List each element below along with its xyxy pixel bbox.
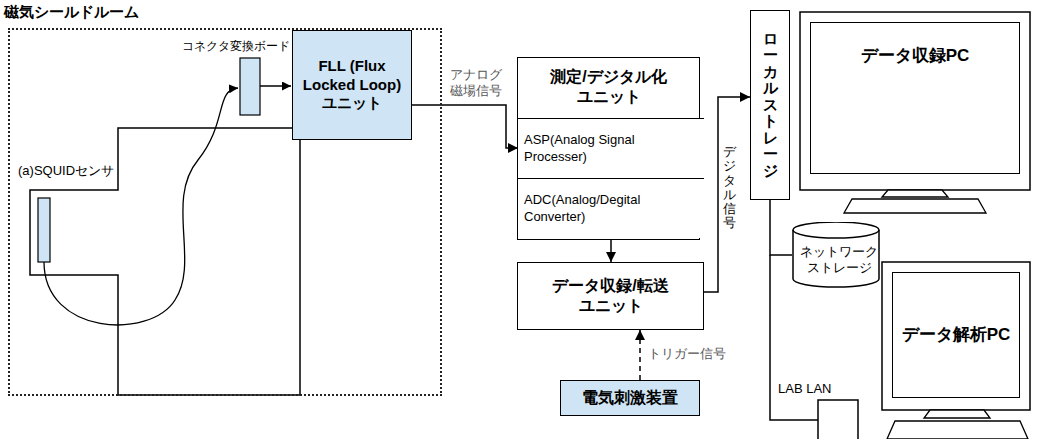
keyboard xyxy=(887,421,1028,439)
keyboard xyxy=(844,199,986,213)
cylinder-rim xyxy=(793,230,879,238)
signal-connector xyxy=(639,330,641,380)
signal-connector xyxy=(610,238,612,262)
room-title: 磁気シールドルーム xyxy=(4,3,139,22)
storage-box: ローカルストレージ xyxy=(750,10,790,200)
connector-board xyxy=(240,58,260,115)
storage-cylinder: ネットワーク ストレージ xyxy=(792,222,886,288)
squid-sensor xyxy=(38,198,50,262)
signal-connector xyxy=(412,105,518,148)
storage-title: ネットワーク ストレージ xyxy=(795,244,883,277)
device-title: 電気刺激装置 xyxy=(582,388,678,408)
pc-title: データ収録PC xyxy=(861,45,970,66)
unit-title: データ収録/転送 ユニット xyxy=(522,276,699,316)
pc-title: データ解析PC xyxy=(902,324,1011,345)
lan-hub xyxy=(818,400,858,439)
unit-box: データ収録/転送 ユニット xyxy=(517,262,704,330)
monitor-stand xyxy=(924,410,990,418)
unit-title: FLL (Flux Locked Loop) ユニット xyxy=(297,57,407,113)
signal-connector xyxy=(704,97,750,292)
board-to-fll-arrow xyxy=(260,85,291,87)
signal-label: トリガー信号 xyxy=(648,346,726,362)
signal-label: デジタル信号 xyxy=(723,145,736,231)
monitor-frame xyxy=(882,262,1030,410)
sub-unit-text: ASP(Analog Signal Processer) xyxy=(524,132,698,165)
network-label: LAB LAN xyxy=(778,381,831,397)
storage-title: ローカルストレージ xyxy=(763,31,778,180)
sensor-wire xyxy=(44,88,238,325)
shield-room: 磁気シールドルームFLL (Flux Locked Loop) ユニット xyxy=(8,28,442,396)
sub-unit-box: ASP(Analog Signal Processer) xyxy=(518,118,704,178)
monitor-stand xyxy=(882,190,948,197)
unit-title: 測定/デジタル化 ユニット xyxy=(518,67,699,107)
monitor-screen: データ収録PC xyxy=(810,22,1020,174)
part-label: (a)SQUIDセンサ xyxy=(18,163,114,179)
sub-unit-text: ADC(Analog/Degital Converter) xyxy=(524,192,698,225)
part-label: コネクタ変換ボード xyxy=(182,39,290,54)
signal-connector xyxy=(770,200,792,255)
device-box: 電気刺激装置 xyxy=(560,380,700,416)
unit-box: FLL (Flux Locked Loop) ユニット xyxy=(292,30,412,140)
signal-label: アナログ 磁場信号 xyxy=(446,67,506,100)
monitor-frame xyxy=(800,12,1030,190)
monitor-screen: データ解析PC xyxy=(892,272,1020,398)
sub-unit-box: ADC(Analog/Degital Converter) xyxy=(518,178,704,238)
unit-box: 測定/デジタル化 ユニット ASP(Analog Signal Processer… xyxy=(517,57,700,240)
